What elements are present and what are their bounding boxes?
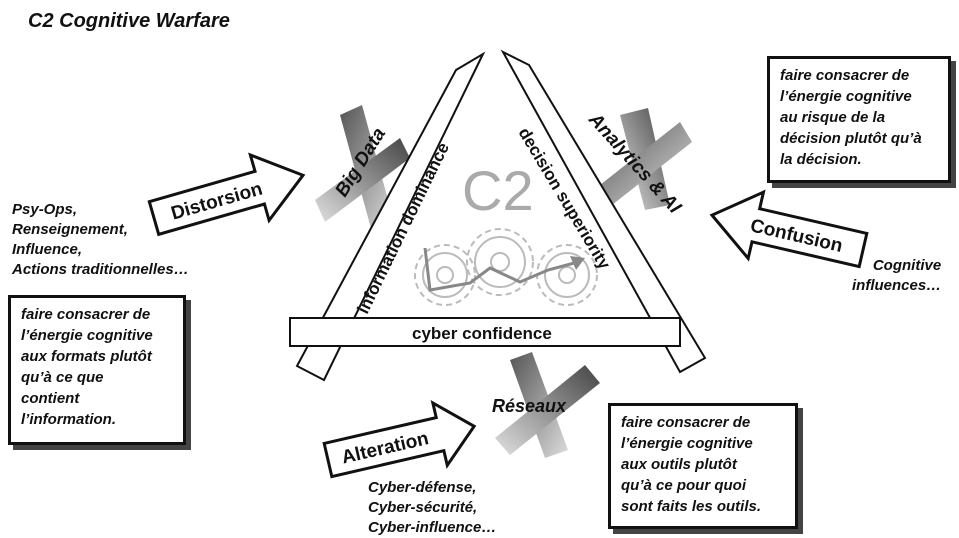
c2-logo: C2 bbox=[462, 159, 534, 222]
cross-analytics bbox=[600, 108, 692, 210]
diagram-title: C2 Cognitive Warfare bbox=[28, 10, 230, 32]
trend-line bbox=[423, 247, 579, 292]
trend-arrowhead bbox=[570, 256, 585, 270]
left-list: Psy-Ops, Renseignement, Influence, Actio… bbox=[12, 201, 189, 278]
right-list: Cognitive influences… bbox=[852, 257, 942, 294]
gears-icon bbox=[414, 228, 598, 306]
reseaux-label: Réseaux bbox=[492, 396, 567, 416]
cross-big-data bbox=[315, 105, 410, 232]
left-bar bbox=[295, 51, 486, 382]
arrow-alteration: Alteration bbox=[322, 399, 477, 479]
note-box-left: faire consacrer de l’énergie cognitive a… bbox=[8, 295, 186, 445]
right-bar bbox=[500, 49, 707, 374]
bottom-list: Cyber-défense, Cyber-sécurité, Cyber-inf… bbox=[368, 479, 497, 536]
note-box-bottom-right: faire consacrer de l’énergie cognitive a… bbox=[608, 403, 798, 529]
note-box-top-right: faire consacrer de l’énergie cognitive a… bbox=[767, 56, 951, 183]
cross-reseaux bbox=[495, 352, 600, 458]
base-label: cyber confidence bbox=[412, 324, 552, 343]
triangle bbox=[289, 49, 707, 382]
arrow-confusion: Confusion bbox=[709, 189, 869, 269]
base-bar bbox=[289, 317, 681, 347]
